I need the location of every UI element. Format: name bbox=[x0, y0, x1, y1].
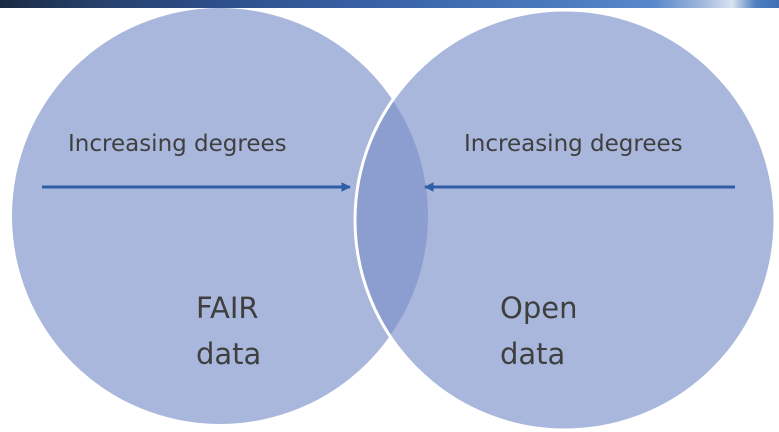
fair-label-line2: data bbox=[196, 337, 261, 371]
top-banner-strip bbox=[0, 0, 779, 8]
open-label-line2: data bbox=[500, 337, 565, 371]
left-arrow-label: Increasing degrees bbox=[68, 131, 287, 157]
fair-label-line1: FAIR bbox=[196, 291, 259, 325]
open-data-circle bbox=[355, 10, 775, 430]
open-data-circle-outline bbox=[353, 8, 777, 432]
right-arrow-label: Increasing degrees bbox=[464, 131, 683, 157]
open-label-line1: Open bbox=[500, 291, 577, 325]
fair-data-circle bbox=[12, 8, 428, 424]
